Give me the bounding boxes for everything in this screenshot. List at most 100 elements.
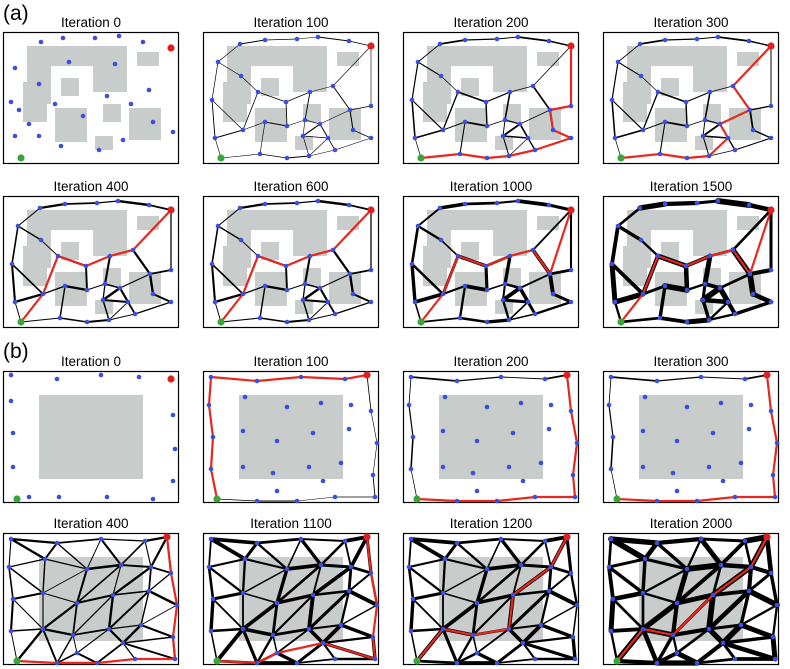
graph-edge (38, 202, 67, 210)
graph-node (284, 155, 290, 161)
graph-node (717, 285, 723, 291)
shortest-path-edge (765, 373, 773, 413)
graph-edge (209, 627, 245, 633)
graph-edge (441, 627, 459, 665)
obstacle (137, 216, 159, 230)
graph-node (662, 119, 668, 125)
graph-edge (42, 592, 78, 604)
graph-node (132, 656, 138, 662)
graph-node (84, 319, 90, 325)
graph-edge (239, 39, 266, 45)
graph-node (150, 119, 156, 125)
graph-edge (706, 588, 752, 632)
graph-node (142, 538, 148, 544)
graph-edge (96, 642, 124, 664)
graph-node (517, 121, 523, 127)
graph-node (462, 283, 468, 289)
graph-node (284, 287, 290, 293)
graph-edge (496, 36, 519, 40)
graph-node (684, 404, 690, 410)
graph-edge (742, 534, 770, 544)
shortest-path-edge (508, 248, 535, 258)
graph-edge (641, 591, 679, 605)
graph-edge (471, 601, 479, 637)
graph-node (550, 127, 556, 133)
graph-edge (749, 109, 754, 131)
graph-edge (296, 36, 319, 40)
obstacle (295, 300, 313, 314)
graph-edge (508, 137, 529, 157)
graph-edge (10, 630, 18, 662)
shortest-path-edge (549, 535, 569, 569)
graph-node (338, 622, 344, 628)
shortest-path-edge (255, 375, 303, 383)
obstacle (137, 52, 159, 66)
graph-edge (572, 604, 578, 638)
graph-edge (744, 374, 768, 380)
graph-edge (717, 36, 750, 42)
graph-edge (485, 318, 511, 324)
graph-edge (420, 317, 461, 323)
graph-edge (413, 292, 445, 304)
shortest-path-edge (41, 254, 60, 296)
graph-edge (417, 61, 442, 77)
shortest-path-edge (484, 254, 512, 268)
graph-node (140, 39, 146, 45)
graph-node (725, 299, 731, 305)
graph-node (525, 299, 531, 305)
graph-node (608, 536, 614, 542)
graph-edge (748, 564, 774, 576)
graph-edge (85, 318, 111, 324)
obstacle (95, 136, 113, 150)
graph-edge (739, 603, 779, 627)
graph-node (440, 626, 446, 632)
shortest-path-edge (615, 627, 645, 663)
graph-edge (655, 633, 675, 665)
graph-node (462, 37, 468, 43)
graph-edge (643, 557, 689, 571)
graph-edge (285, 101, 288, 127)
graph-node (520, 478, 526, 484)
shortest-path-edge (209, 435, 215, 471)
obstacle (61, 78, 79, 96)
graph-edge (255, 541, 289, 571)
source-node (613, 495, 621, 503)
graph-edge (408, 376, 412, 406)
graph-edge (521, 641, 537, 661)
graph-edge (242, 592, 278, 604)
target-node (367, 42, 375, 50)
graph-node (746, 426, 752, 432)
graph-edge (702, 119, 706, 137)
shortest-path-edge (671, 593, 715, 637)
graph-edge (264, 121, 288, 127)
graph-edge (411, 99, 444, 131)
graph-node (684, 319, 690, 325)
graph-edge (275, 651, 299, 665)
graph-edge (750, 291, 774, 305)
graph-edge (211, 61, 219, 101)
graph-node (706, 317, 712, 323)
graph-node (52, 101, 58, 107)
graph-node (412, 299, 418, 305)
graph-node (657, 151, 663, 157)
graph-edge (455, 541, 489, 571)
graph-node (410, 596, 416, 602)
graph-edge (308, 137, 329, 157)
graph-node (8, 628, 14, 634)
shortest-path-edge (441, 627, 475, 637)
graph-edge (238, 202, 267, 210)
shortest-path-edge (219, 292, 245, 324)
graph-edge (439, 39, 466, 45)
graph-edge (704, 119, 721, 125)
shortest-path-edge (619, 152, 662, 160)
graph-node (454, 540, 460, 546)
graph-node (238, 73, 244, 79)
graph-edge (331, 248, 352, 276)
graph-node (240, 291, 246, 297)
graph-node (12, 133, 18, 139)
graph-edge (544, 374, 568, 380)
target-node (763, 533, 771, 541)
graph-node (284, 566, 290, 572)
obstacle (623, 82, 647, 122)
graph-node (372, 656, 378, 662)
